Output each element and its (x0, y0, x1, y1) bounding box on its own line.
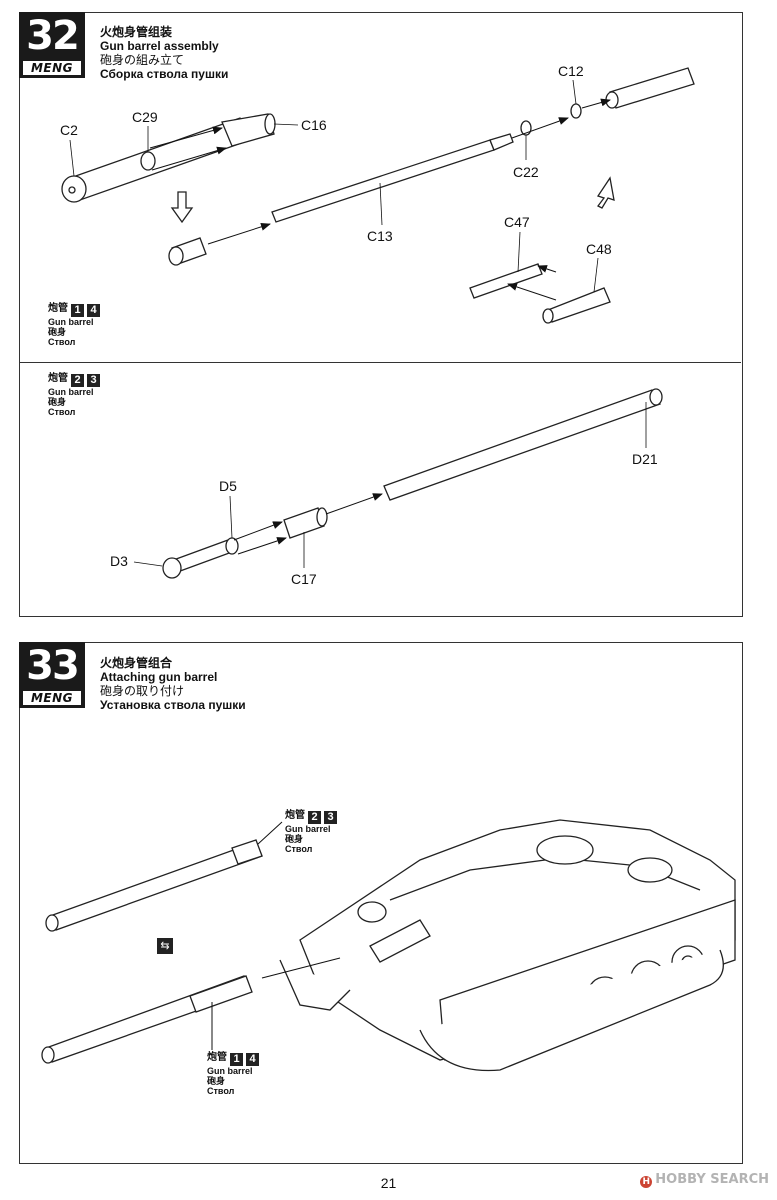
note-en: Gun barrel (48, 317, 94, 327)
part-label-c13: C13 (367, 228, 393, 244)
guide-arrow (233, 521, 283, 541)
guide-arrow (537, 265, 557, 273)
note-zh: 炮管 (48, 373, 68, 384)
option-badge-4: 4 (87, 304, 100, 317)
note-zh: 炮管 (48, 303, 68, 314)
step-number: 32 (26, 13, 80, 59)
leader-line (133, 561, 163, 567)
gun-barrel-14-drawing (41, 975, 253, 1064)
option-badge-1: 1 (71, 304, 84, 317)
note-en: Gun barrel (207, 1066, 253, 1076)
part-label-c12: C12 (558, 63, 584, 79)
leader-line (572, 79, 577, 105)
part-label-c16: C16 (301, 117, 327, 133)
guide-arrow (151, 146, 227, 171)
option-badge-2: 2 (308, 811, 321, 824)
part-label-c47: C47 (504, 214, 530, 230)
note-en: Gun barrel (285, 824, 331, 834)
part-c2-drawing (61, 117, 251, 203)
leader-line (229, 495, 233, 539)
note-jp: 砲身 (48, 327, 67, 337)
option-badge-2: 2 (71, 374, 84, 387)
page-number: 21 (380, 1175, 397, 1191)
note-ru: Ствол (285, 844, 313, 854)
step-32-divider (20, 362, 741, 363)
hobby-search-logo-icon: H (640, 1176, 653, 1188)
leader-line (593, 257, 599, 293)
note-jp: 砲身 (285, 834, 304, 844)
note-zh: 炮管 (285, 810, 305, 821)
part-label-c2: C2 (60, 122, 78, 138)
step-32-panel (19, 12, 743, 617)
leader-line (257, 821, 283, 845)
title-en: Attaching gun barrel (100, 670, 218, 684)
note-ru: Ствол (48, 337, 76, 347)
leader-line (273, 123, 299, 126)
step-32-title: 火炮身管组装 Gun barrel assembly 砲身の組み立て Сборк… (100, 25, 228, 81)
note-zh: 炮管 (207, 1052, 227, 1063)
option-badge-4: 4 (246, 1053, 259, 1066)
part-label-c17: C17 (291, 571, 317, 587)
gun-barrel-23-drawing (45, 839, 263, 932)
step-33-badge: 33 MENG (19, 642, 85, 708)
option-badge-3: 3 (87, 374, 100, 387)
leader-line (517, 231, 521, 273)
title-ru: Установка ствола пушки (100, 698, 246, 712)
part-label-c29: C29 (132, 109, 158, 125)
tank-destroyer-drawing (279, 819, 736, 1072)
leader-line (379, 182, 383, 226)
option-badge-1: 1 (230, 1053, 243, 1066)
step-number: 33 (26, 643, 80, 689)
part-label-c22: C22 (513, 164, 539, 180)
guide-arrow (511, 117, 569, 139)
title-zh: 火炮身管组合 (100, 656, 173, 670)
title-jp: 砲身の組み立て (100, 53, 185, 67)
swap-arrows-icon: ⇆ (157, 938, 173, 954)
title-ru: Сборка ствола пушки (100, 67, 229, 81)
guide-arrow (149, 126, 223, 149)
title-en: Gun barrel assembly (100, 39, 219, 53)
brand-logo: MENG (23, 61, 81, 75)
guide-arrow (207, 222, 271, 245)
guide-arrow (507, 283, 557, 301)
note-jp: 砲身 (48, 397, 67, 407)
title-jp: 砲身の取り付け (100, 684, 185, 698)
note-ru: Ствол (48, 407, 76, 417)
title-zh: 火炮身管组装 (100, 25, 173, 39)
direction-arrow-up-icon (596, 176, 615, 209)
assembly-line (261, 957, 341, 979)
muzzle-brake-drawing (168, 237, 207, 266)
note-ru: Ствол (207, 1086, 235, 1096)
part-c48-drawing (542, 287, 611, 324)
part-label-c48: C48 (586, 241, 612, 257)
part-c16-drawing (221, 113, 276, 147)
part-c13-drawing (271, 133, 514, 223)
part-d21-drawing (383, 388, 663, 501)
part-c47-drawing (469, 263, 543, 299)
part-label-d3: D3 (110, 553, 128, 569)
direction-arrow-down-icon (170, 191, 194, 224)
part-label-d5: D5 (219, 478, 237, 494)
note-en: Gun barrel (48, 387, 94, 397)
guide-arrow (581, 98, 611, 109)
step-32-badge: 32 MENG (19, 12, 85, 78)
leader-line (69, 139, 75, 177)
brand-logo: MENG (23, 691, 81, 705)
option-badge-3: 3 (324, 811, 337, 824)
part-c17-drawing (283, 507, 328, 539)
note-jp: 砲身 (207, 1076, 226, 1086)
guide-arrow (325, 493, 383, 515)
step-33-title: 火炮身管组合 Attaching gun barrel 砲身の取り付け Уста… (100, 656, 246, 712)
guide-arrow (237, 537, 287, 555)
part-label-d21: D21 (632, 451, 658, 467)
watermark-text: HOBBY SEARCH (655, 1172, 769, 1187)
